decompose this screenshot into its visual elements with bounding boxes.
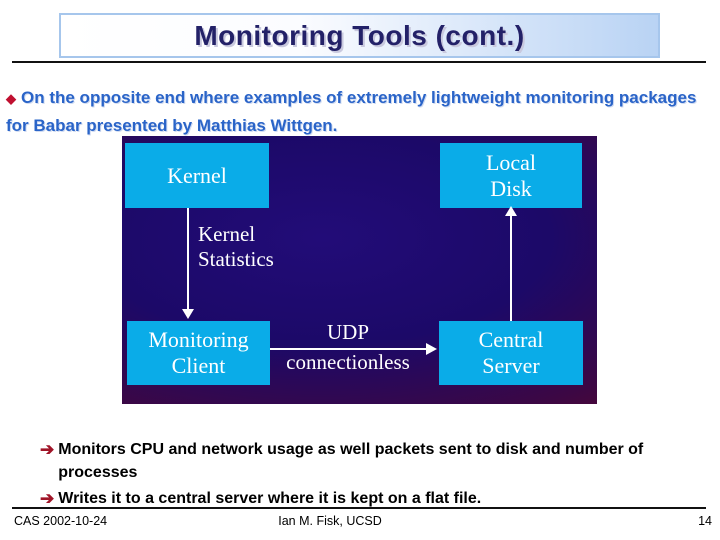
footer-divider <box>12 507 706 509</box>
arrowhead-up-icon <box>505 206 517 216</box>
arrowhead-right-icon <box>426 343 437 355</box>
arrow-bullet-icon: ➔ <box>40 489 55 508</box>
title-box: Monitoring Tools (cont.) <box>59 13 660 58</box>
kernel-node-label: Kernel <box>167 162 227 188</box>
arrow-bullet-icon: ➔ <box>40 440 55 459</box>
bullet-list: ➔ Monitors CPU and network usage as well… <box>40 438 720 513</box>
footer-author: Ian M. Fisk, UCSD <box>278 514 382 528</box>
bullet-text: Monitors CPU and network usage as well p… <box>58 441 644 481</box>
intro-text: On the opposite end where examples of ex… <box>6 88 697 135</box>
udp-label: UDP <box>326 320 369 344</box>
bullet-text: Writes it to a central server where it i… <box>58 490 482 507</box>
footer-conference-date: CAS 2002-10-24 <box>14 514 108 528</box>
connectionless-label: connectionless <box>286 350 410 374</box>
footer-page-number: 14 <box>698 514 712 528</box>
kernel-statistics-label: Kernel Statistics <box>198 222 274 271</box>
list-item: ➔ Monitors CPU and network usage as well… <box>40 438 720 484</box>
page-title: Monitoring Tools (cont.) <box>194 19 525 51</box>
arrowhead-down-icon <box>182 309 194 319</box>
local-disk-node: Local Disk <box>440 143 582 208</box>
diamond-bullet-icon: ◆ <box>6 91 16 106</box>
list-item: ➔ Writes it to a central server where it… <box>40 487 720 510</box>
server-to-disk-line <box>510 216 512 321</box>
monitoring-client-node-label: Monitoring Client <box>148 327 249 378</box>
local-disk-node-label: Local Disk <box>485 149 537 201</box>
architecture-diagram: Kernel Local Disk Monitoring Client Cent… <box>122 136 597 404</box>
kernel-to-client-line <box>187 208 189 310</box>
central-server-node: Central Server <box>439 321 583 385</box>
title-divider <box>12 61 706 63</box>
client-to-server-line <box>270 348 428 350</box>
intro-paragraph: ◆On the opposite end where examples of e… <box>6 84 700 139</box>
central-server-node-label: Central Server <box>478 327 544 378</box>
monitoring-client-node: Monitoring Client <box>127 321 270 385</box>
kernel-node: Kernel <box>125 143 269 208</box>
